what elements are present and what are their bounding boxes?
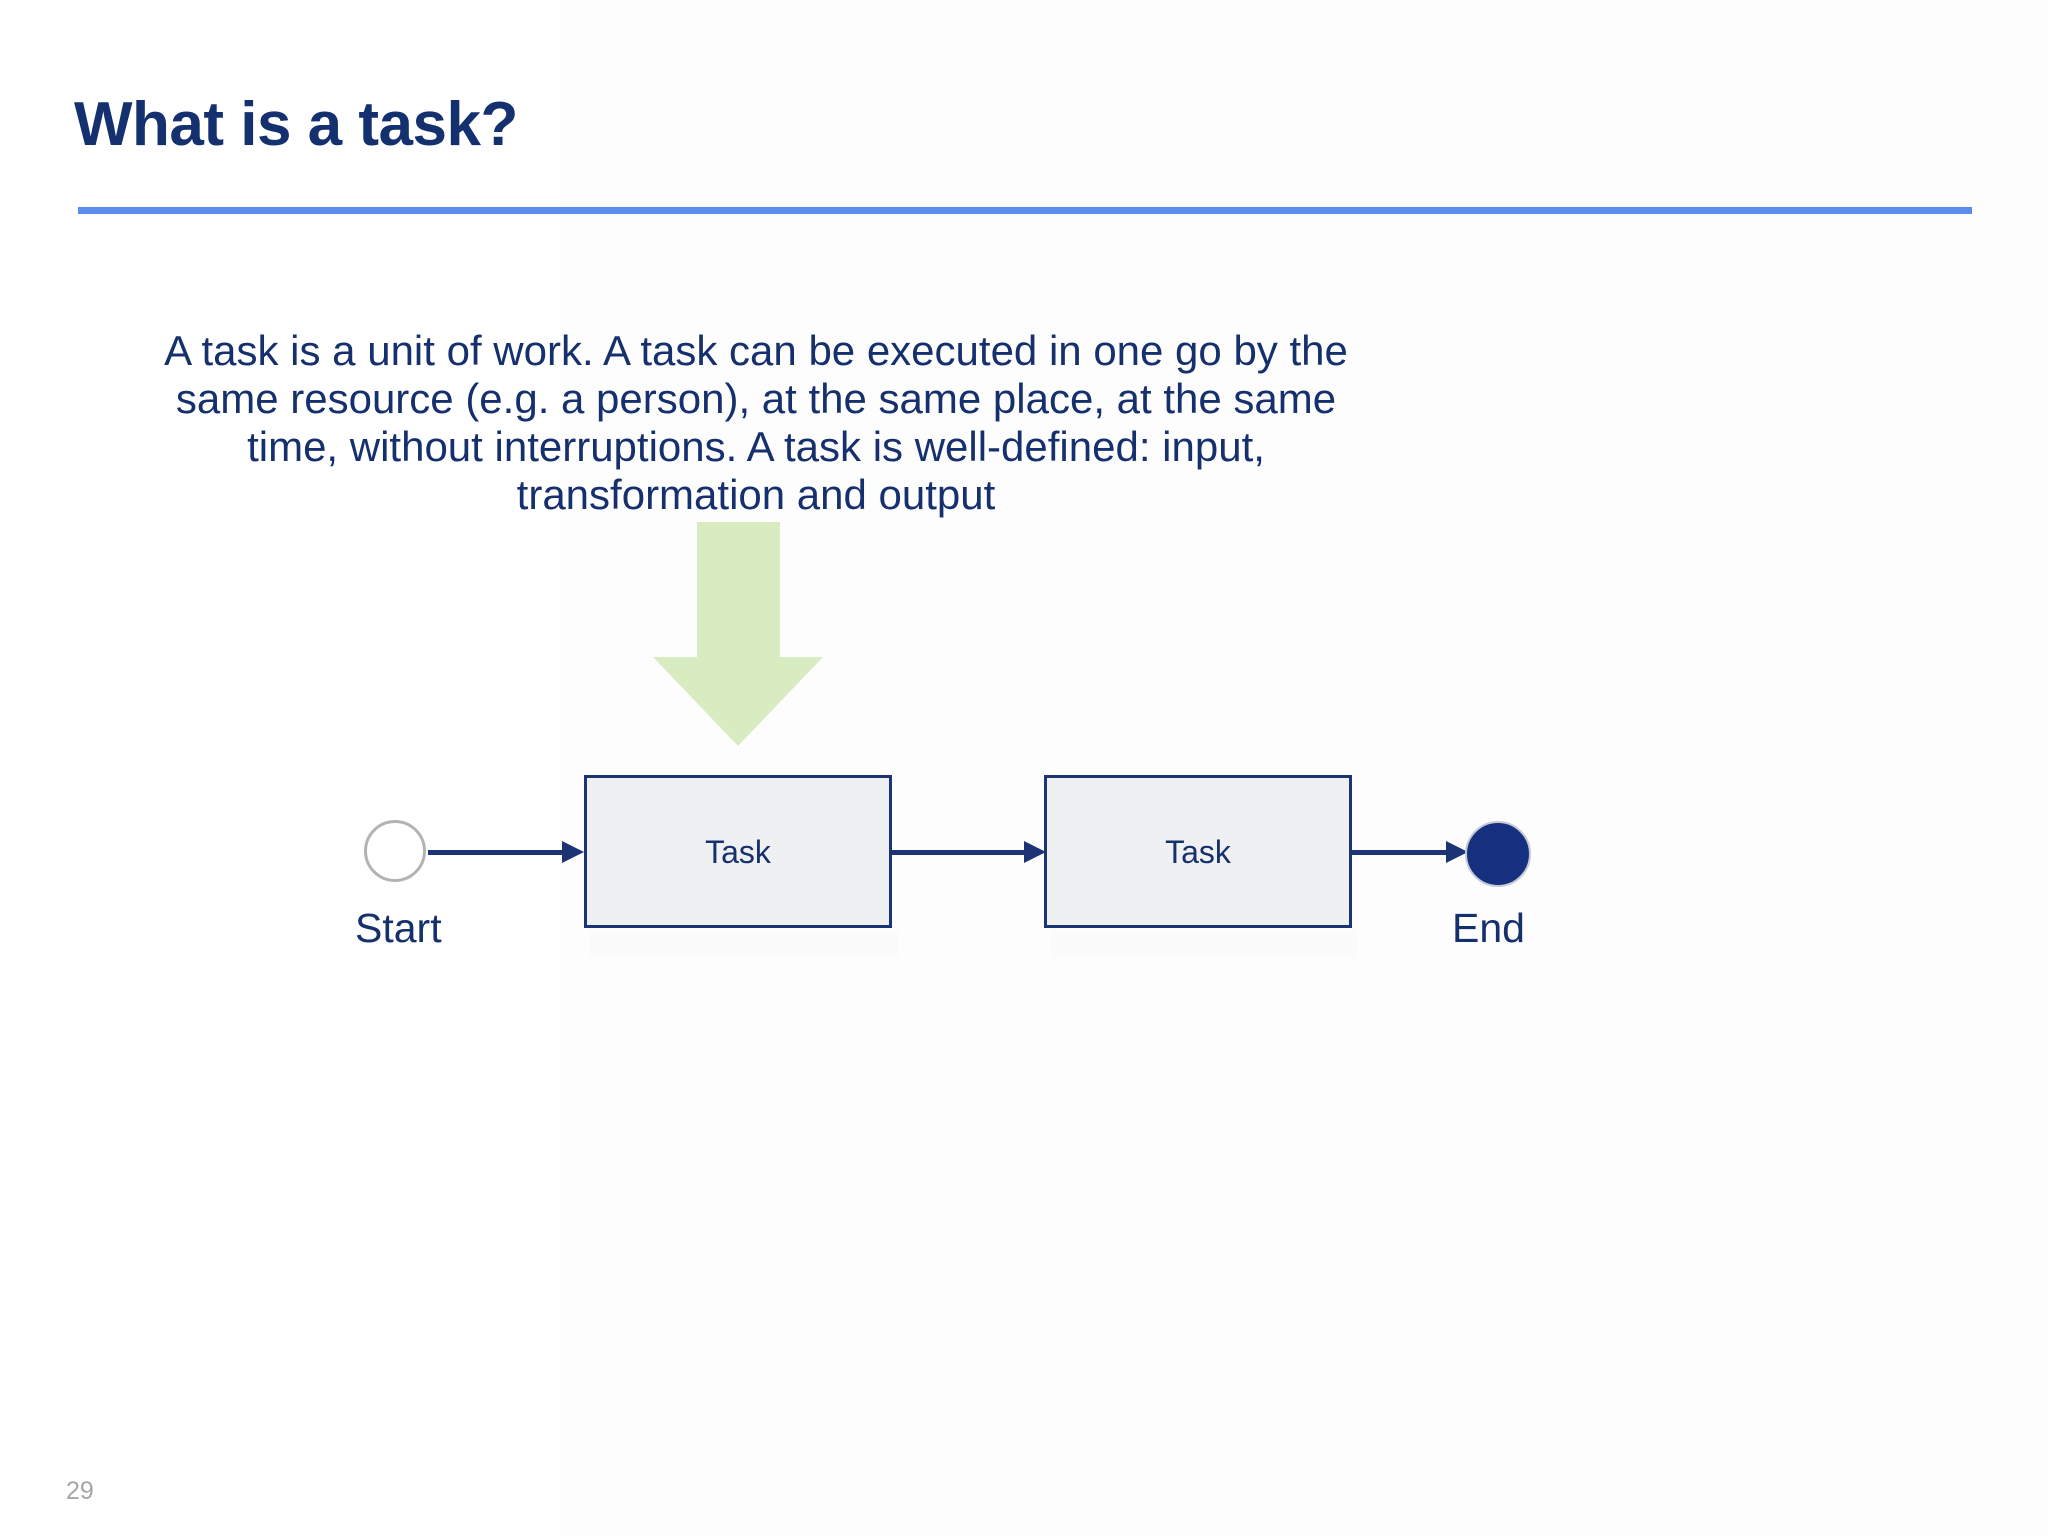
down-arrow-icon: [653, 522, 823, 746]
task-node-1[interactable]: Task: [584, 775, 892, 928]
task-node-2-label: Task: [1165, 833, 1231, 870]
connector-line: [890, 850, 1026, 855]
task-box-shadow: [1050, 930, 1358, 958]
end-event-node[interactable]: [1465, 821, 1531, 887]
start-event-node[interactable]: [364, 820, 426, 882]
body-paragraph: A task is a unit of work. A task can be …: [164, 327, 1348, 518]
page-number: 29: [66, 1477, 94, 1505]
arrowhead-icon: [562, 841, 584, 863]
page-title: What is a task?: [74, 90, 518, 159]
arrowhead-icon: [1024, 841, 1046, 863]
task-box-shadow: [590, 930, 898, 958]
task-node-1-label: Task: [705, 833, 771, 870]
connector-start-to-task1: [428, 841, 584, 863]
end-event-label: End: [1452, 905, 1525, 951]
connector-task1-to-task2: [890, 841, 1046, 863]
background-panel: [560, 0, 2048, 1536]
connector-line: [1350, 850, 1448, 855]
start-event-label: Start: [355, 905, 442, 951]
connector-task2-to-end: [1350, 841, 1468, 863]
task-node-2[interactable]: Task: [1044, 775, 1352, 928]
arrowhead-icon: [1446, 841, 1468, 863]
title-divider: [78, 207, 1972, 214]
connector-line: [428, 850, 564, 855]
